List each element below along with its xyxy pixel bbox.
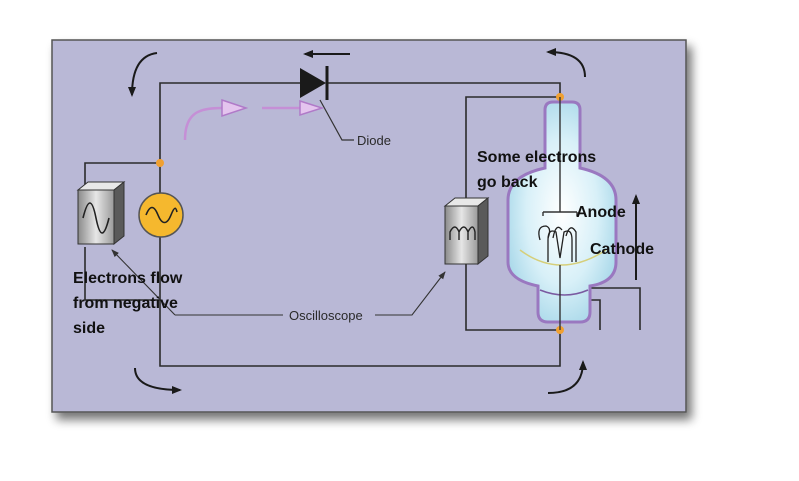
junction-dots: [156, 93, 564, 334]
electron-flow-arrows: [183, 106, 300, 141]
oscilloscope-left-icon: [76, 180, 126, 246]
ac-source-icon: [138, 192, 184, 238]
oscilloscope-right-icon: [443, 196, 490, 266]
electrons-flow-line3: side: [73, 320, 105, 337]
electrons-flow-line2: from negative: [73, 295, 178, 312]
oscilloscope-leader-lines: [111, 249, 446, 316]
tube-internal-wires: [542, 97, 578, 330]
annotation-electrons-flow: Electrons flow from negative side: [73, 270, 183, 337]
some-electrons-line1: Some electrons: [477, 149, 596, 166]
oscilloscope-label: Oscilloscope: [289, 308, 363, 323]
diode-label: Diode: [357, 133, 391, 148]
diode-leader-line: [319, 99, 354, 141]
some-electrons-line2: go back: [477, 174, 538, 191]
anode-label: Anode: [576, 204, 626, 221]
electron-arrowheads: [221, 98, 325, 118]
diode-symbol: [300, 66, 329, 100]
current-direction-arrows: [128, 48, 587, 394]
annotation-some-electrons: Some electrons go back: [477, 149, 596, 191]
electrons-flow-line1: Electrons flow: [73, 270, 183, 287]
cathode-filament-icon: [538, 225, 577, 262]
cathode-label: Cathode: [590, 241, 654, 258]
